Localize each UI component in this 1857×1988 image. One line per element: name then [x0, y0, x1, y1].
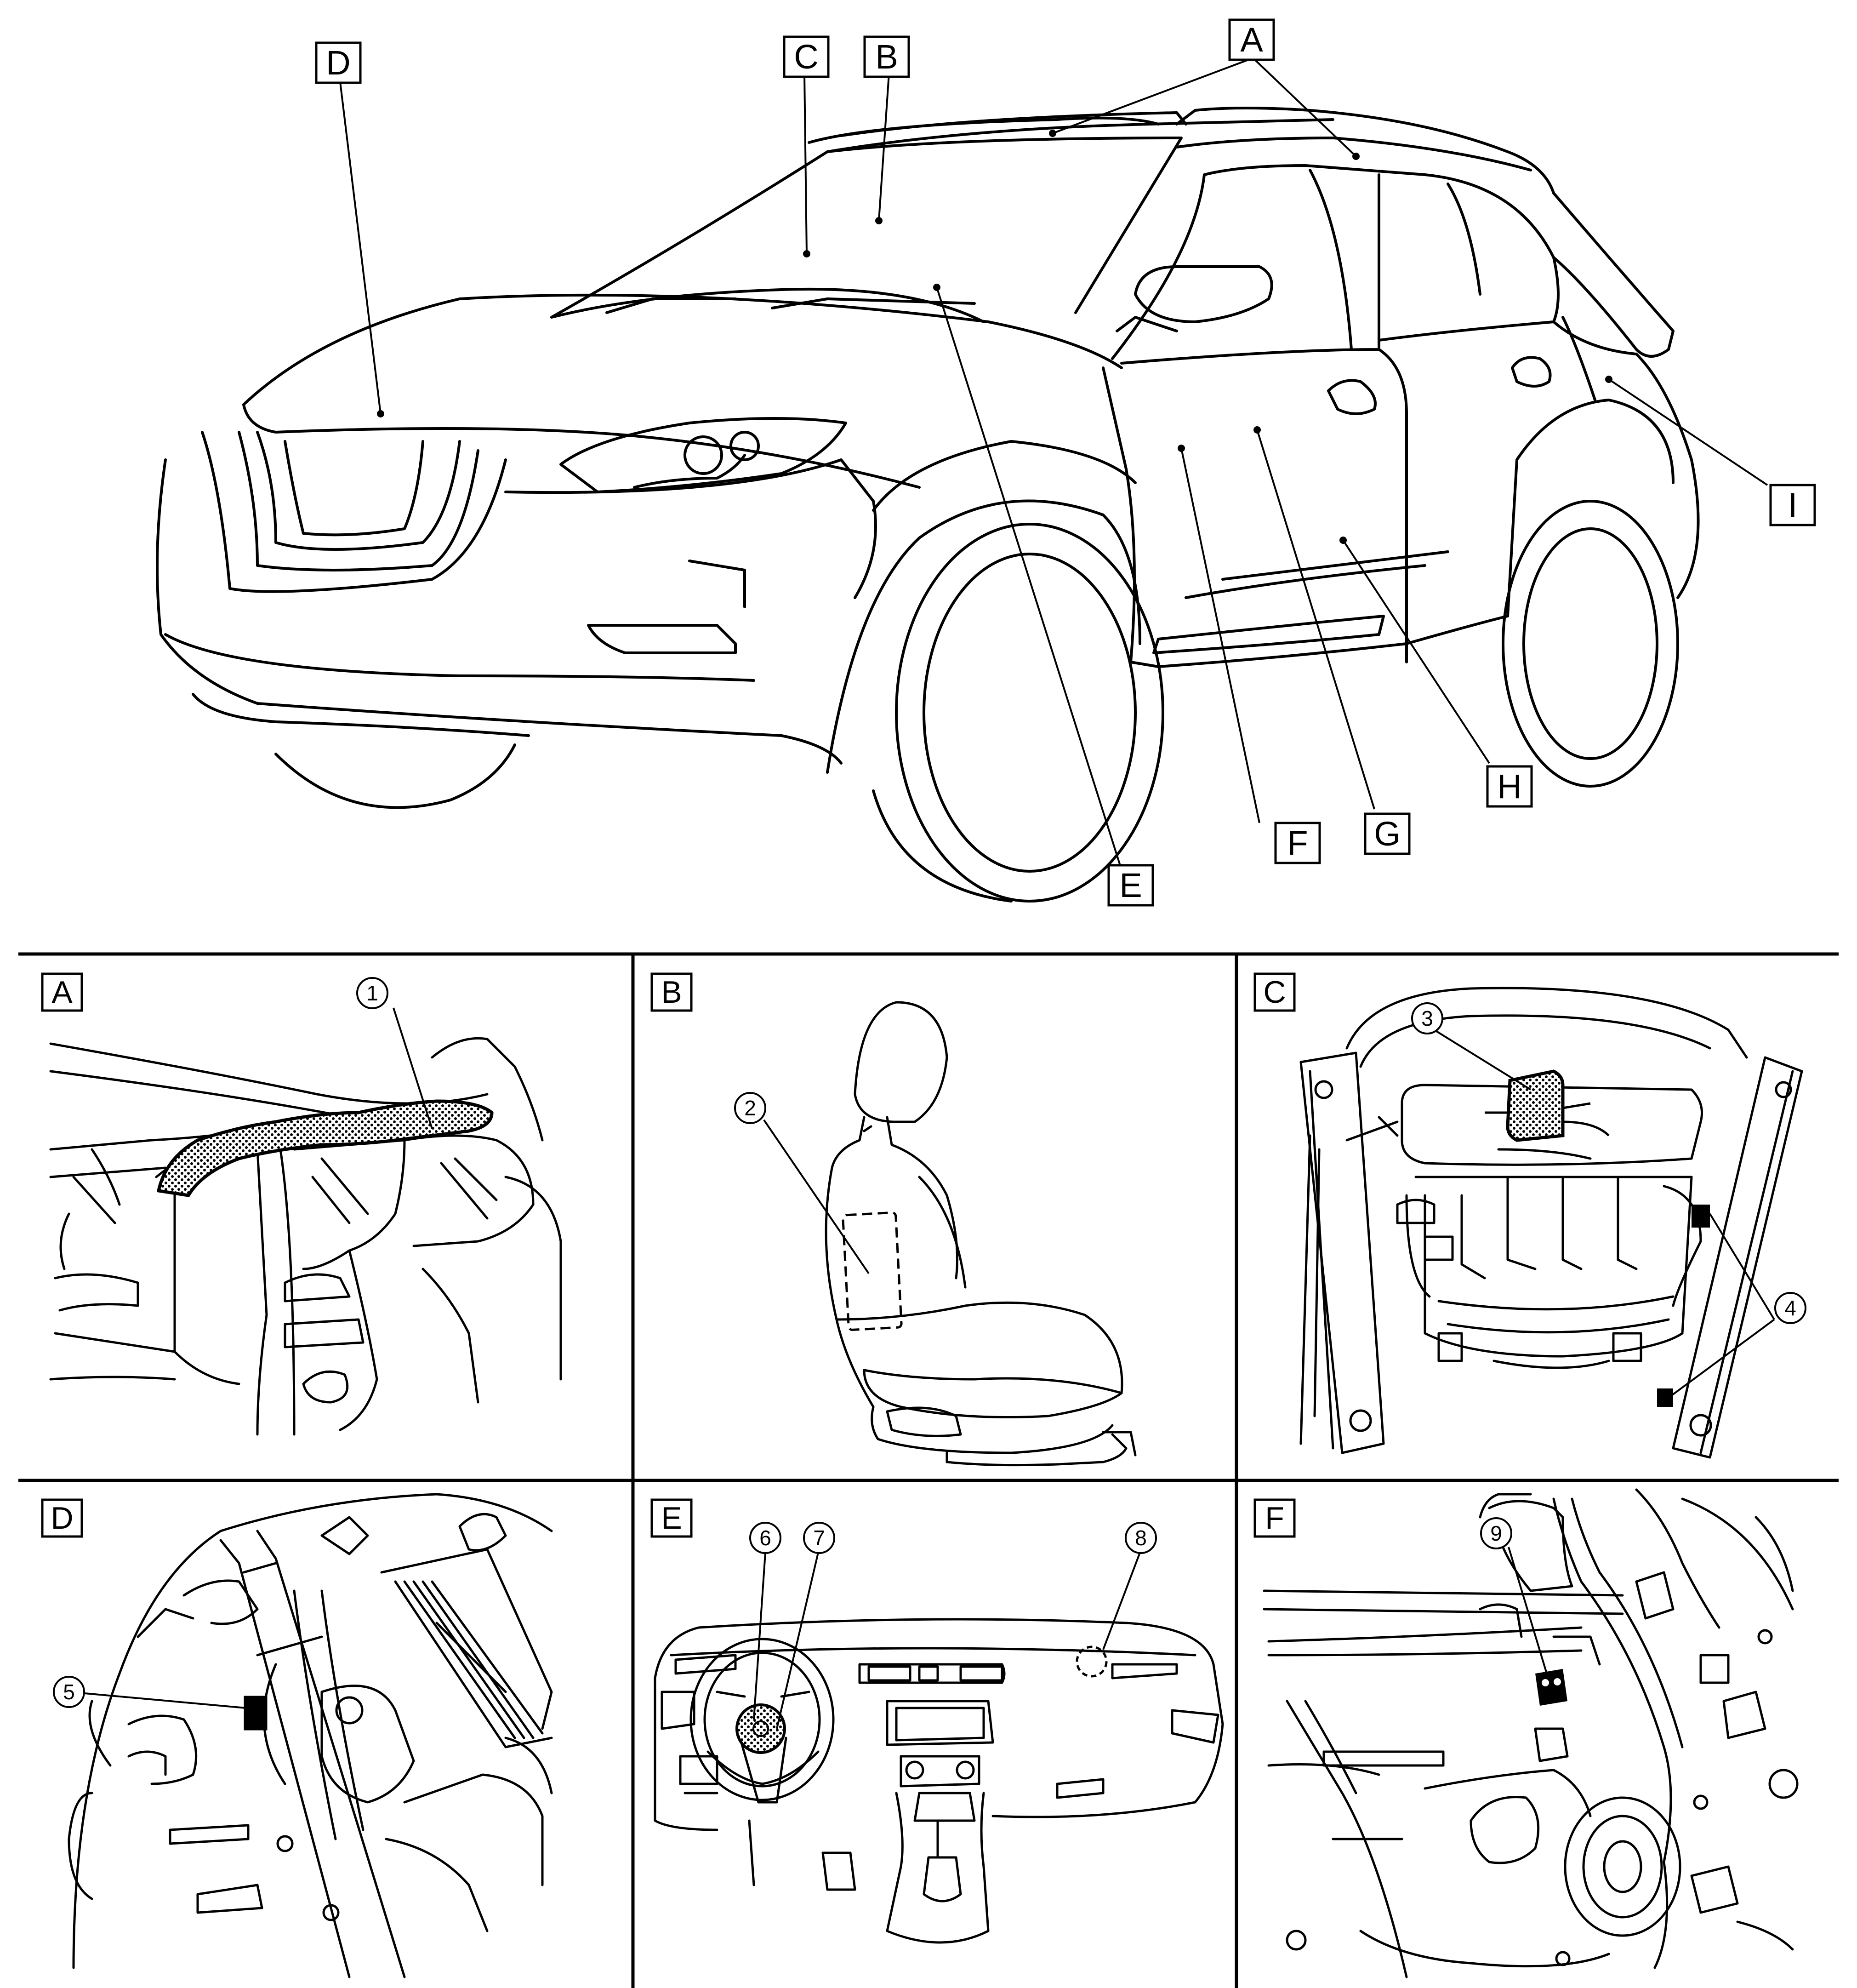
panel-c: 3 4 C — [1253, 972, 1806, 1459]
svg-text:A: A — [1240, 21, 1263, 59]
overview-label-i: I — [1769, 484, 1816, 526]
overview-label-c: C — [783, 35, 830, 78]
overview-label-a: A — [1228, 18, 1275, 61]
svg-text:F: F — [1287, 824, 1308, 862]
harness-connector-upper — [1692, 1205, 1710, 1228]
overview-dots — [377, 130, 1612, 544]
vehicle-overview — [156, 107, 1700, 903]
svg-text:2: 2 — [744, 1096, 756, 1120]
overview-label-g: G — [1364, 812, 1411, 855]
panel-b: 2 B — [650, 972, 1137, 1467]
curtain-air-bag-module — [156, 1099, 494, 1197]
svg-text:G: G — [1374, 815, 1401, 853]
harness-connector-lower — [1657, 1388, 1673, 1407]
seat-belt-buckle-sensor — [1506, 1069, 1565, 1142]
overview-label-e: E — [1107, 864, 1154, 907]
svg-text:B: B — [661, 975, 682, 1010]
svg-text:F: F — [1265, 1501, 1284, 1536]
panel-e: 6 7 8 E — [650, 1498, 1224, 1944]
svg-text:B: B — [875, 38, 898, 76]
passenger-air-bag-module — [1076, 1645, 1108, 1678]
svg-text:D: D — [51, 1501, 73, 1536]
svg-text:I: I — [1788, 486, 1798, 524]
svg-text:D: D — [326, 44, 350, 82]
svg-text:8: 8 — [1135, 1526, 1147, 1550]
svg-text:9: 9 — [1490, 1521, 1502, 1545]
svg-text:6: 6 — [759, 1526, 771, 1550]
svg-text:C: C — [794, 38, 818, 76]
svg-text:3: 3 — [1421, 1006, 1433, 1030]
driver-air-bag-module — [735, 1703, 786, 1754]
overview-label-f: F — [1274, 822, 1321, 864]
panel-a: 1 A — [41, 972, 562, 1436]
svg-text:1: 1 — [366, 981, 378, 1005]
panel-f: 9 F — [1253, 1488, 1799, 1978]
front-crash-zone-sensor — [244, 1696, 268, 1731]
overview-label-h: H — [1486, 765, 1533, 808]
panel-grid — [18, 952, 1839, 1988]
svg-text:H: H — [1497, 767, 1521, 805]
overview-label-d: D — [315, 41, 362, 84]
svg-text:E: E — [1119, 866, 1142, 904]
side-air-bag-satellite-sensor — [1535, 1669, 1567, 1706]
svg-text:E: E — [661, 1501, 682, 1536]
svg-text:5: 5 — [63, 1680, 75, 1704]
svg-text:C: C — [1263, 975, 1286, 1010]
svg-text:A: A — [51, 975, 73, 1010]
overview-label-b: B — [863, 35, 910, 78]
overview-leaders — [339, 59, 1768, 870]
svg-text:4: 4 — [1784, 1296, 1796, 1320]
panel-d: 5 D — [41, 1493, 553, 1978]
front-side-air-bag-module — [842, 1211, 903, 1331]
svg-text:7: 7 — [813, 1526, 825, 1550]
